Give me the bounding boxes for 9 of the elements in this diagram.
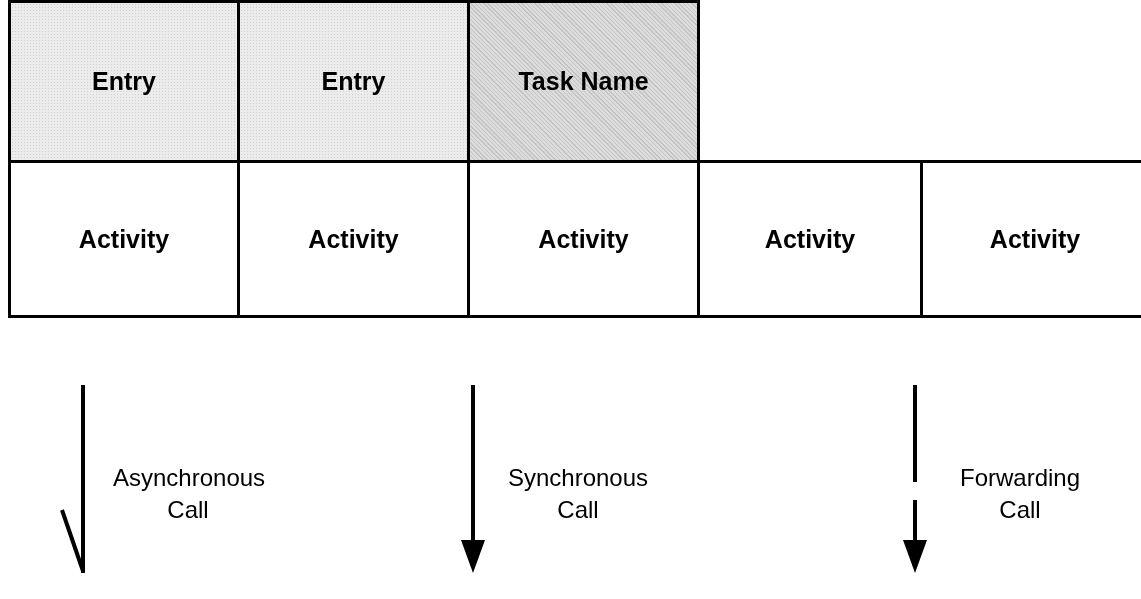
entry-box: Entry [8, 0, 240, 163]
activity-box: Activity [8, 160, 240, 318]
legend-label: Synchronous Call [506, 463, 650, 525]
legend-label: Forwarding Call [958, 463, 1081, 525]
task-box: Task Name [467, 0, 700, 163]
legend-label: Asynchronous Call [113, 463, 263, 525]
activity-box: Activity [697, 160, 923, 318]
entry-box: Entry [237, 0, 470, 163]
activity-box: Activity [920, 160, 1141, 318]
